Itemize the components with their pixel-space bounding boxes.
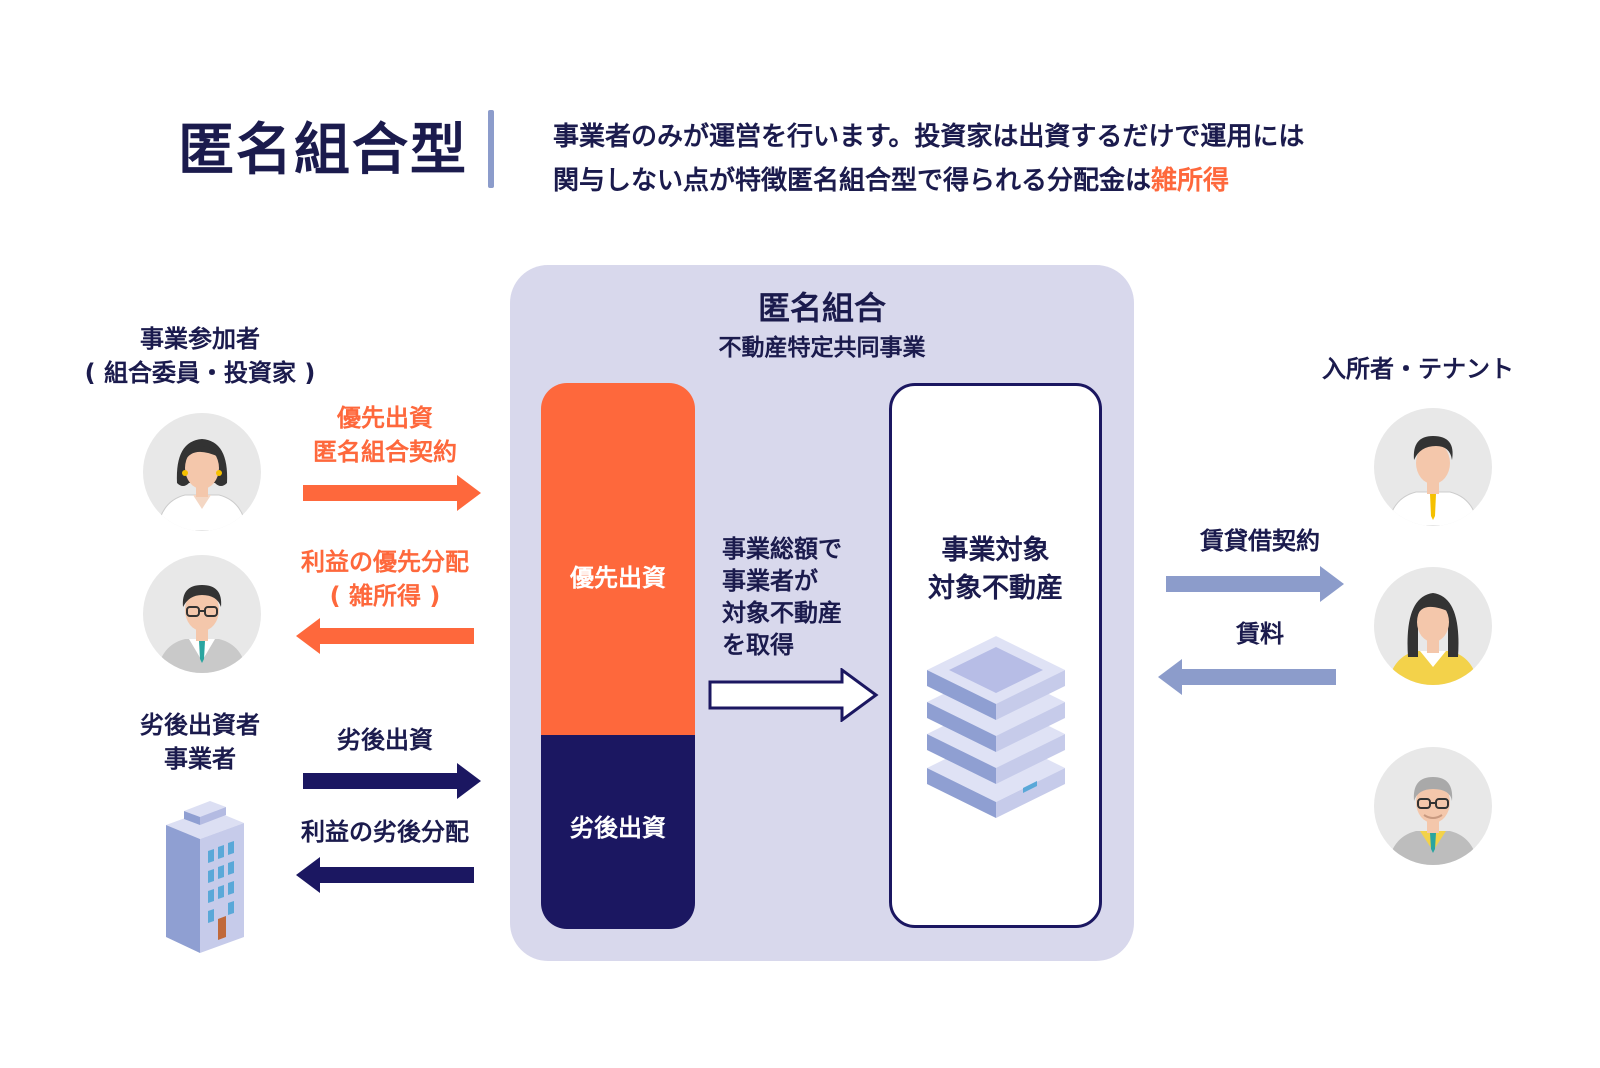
senior-distribution-label: 利益の優先分配 ( 雑所得 ): [275, 545, 495, 613]
lease-contract-label: 賃貸借契約: [1200, 527, 1320, 555]
page-title: 匿名組合型: [178, 118, 468, 183]
tenant-woman-icon: [1374, 567, 1492, 685]
junior-distribution-label: 利益の劣後分配: [301, 818, 469, 846]
junior-invest-arrow: [303, 763, 481, 799]
target-label-line-1: 事業対象: [941, 535, 1050, 566]
acquisition-line-2: 事業者が: [722, 567, 818, 595]
senior-distribution-label-line-1: 利益の優先分配: [301, 548, 469, 576]
description-line-1: 事業者のみが運営を行います。投資家は出資するだけで運用には: [553, 122, 1305, 152]
target-label-line-2: 対象不動産: [928, 573, 1063, 604]
participants-label-line-1: 事業参加者: [140, 325, 260, 353]
senior-distribution-label-line-2: ( 雑所得 ): [329, 582, 441, 610]
junior-investor-label-line-2: 事業者: [164, 745, 236, 773]
senior-distribution-arrow: [296, 618, 474, 654]
panel-subtitle: 不動産特定共同事業: [718, 335, 926, 361]
acquisition-arrow: [708, 668, 879, 722]
property-stack-icon: [927, 636, 1065, 818]
senior-invest-label-line-2: 匿名組合契約: [313, 438, 457, 466]
senior-invest-label: 優先出資 匿名組合契約: [280, 401, 490, 469]
junior-investor-label: 劣後出資者 事業者: [60, 708, 340, 776]
junior-invest-label: 劣後出資: [337, 726, 433, 754]
acquisition-line-1: 事業総額で: [722, 535, 842, 563]
junior-investor-label-line-1: 劣後出資者: [140, 711, 260, 739]
tenant-man-icon: [1374, 408, 1492, 526]
participants-label: 事業参加者 ( 組合委員・投資家 ): [60, 322, 340, 390]
rent-label: 賃料: [1236, 620, 1284, 648]
description-line-2: 関与しない点が特徴匿名組合型で得られる分配金は雑所得: [553, 159, 1553, 203]
tenant-elderly-man-icon: [1374, 747, 1492, 865]
panel-title: 匿名組合: [757, 289, 886, 327]
junior-capital-block: 劣後出資: [541, 735, 695, 929]
lease-contract-arrow: [1166, 566, 1344, 602]
senior-capital-label: 優先出資: [570, 564, 666, 592]
junior-distribution-arrow: [296, 857, 474, 893]
senior-invest-label-line-1: 優先出資: [337, 404, 433, 432]
acquisition-line-3: 対象不動産: [722, 599, 842, 627]
investor-man-icon: [143, 555, 261, 673]
rent-arrow: [1158, 659, 1336, 695]
description-highlight: 雑所得: [1151, 166, 1230, 196]
participants-label-line-2: ( 組合委員・投資家 ): [84, 359, 316, 387]
senior-capital-block: 優先出資: [541, 383, 695, 735]
office-building-icon: [166, 801, 244, 953]
tenants-label: 入所者・テナント: [1322, 355, 1514, 383]
title-divider: [488, 110, 494, 188]
investor-woman-icon: [143, 413, 261, 531]
target-property-label: 事業対象 対象不動産: [889, 532, 1102, 608]
header-description: 事業者のみが運営を行います。投資家は出資するだけで運用には 関与しない点が特徴匿…: [553, 115, 1553, 203]
description-line-2-text: 関与しない点が特徴匿名組合型で得られる分配金は: [553, 166, 1152, 196]
senior-invest-arrow: [303, 475, 481, 511]
junior-capital-label: 劣後出資: [570, 814, 666, 842]
acquisition-line-4: を取得: [722, 631, 794, 659]
acquisition-text: 事業総額で 事業者が 対象不動産 を取得: [722, 533, 842, 661]
